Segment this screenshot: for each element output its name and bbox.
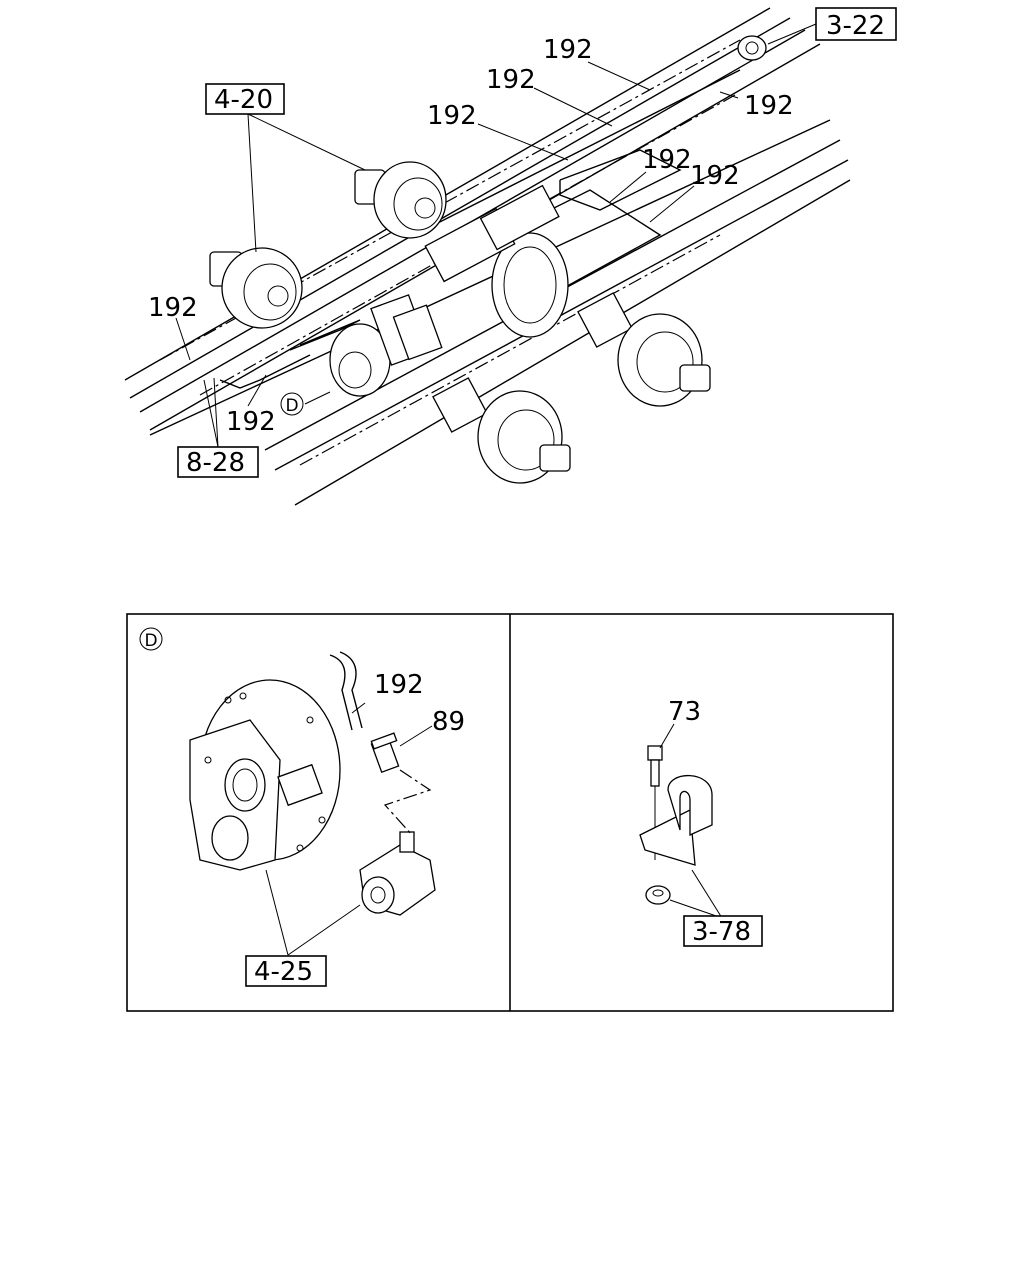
label-73: 73 [668,697,701,727]
ref-box-4-20 [205,83,285,115]
detail-d-label: D [144,631,157,651]
label-192-detail: 192 [374,670,424,700]
hub-lower-left [209,247,303,329]
ref-3-22: 3-22 [826,11,885,41]
hub-upper-left [354,161,447,239]
label-192-a: 192 [543,35,593,65]
label-192-c: 192 [744,91,794,121]
ref-3-78: 3-78 [692,917,751,947]
hub-right-upper [577,292,711,407]
ref-8-28: 8-28 [186,448,245,478]
pump-unit [329,294,443,397]
fitting-89 [370,732,400,774]
label-192-h: 192 [226,407,276,437]
detail-marker-circle [280,392,304,416]
ref-box-3-78 [683,915,763,947]
label-192-d: 192 [427,101,477,131]
ref-box-4-25 [245,955,327,987]
connector-3-22 [737,35,767,61]
label-192-g: 192 [148,293,198,323]
label-192-f: 192 [690,161,740,191]
ref-4-25: 4-25 [254,957,313,987]
nut [645,885,671,905]
detail-marker-d: D [285,396,298,416]
detail-d-circle [139,627,163,651]
label-89: 89 [432,707,465,737]
ref-box-8-28 [177,446,259,478]
ref-box-3-22 [815,7,897,41]
top-leader-lines [175,23,817,448]
pipe-192-detail [329,651,363,731]
hub-right-lower [432,377,571,484]
axle-assembly-drawing [124,7,851,506]
label-192-e: 192 [642,145,692,175]
label-192-b: 192 [486,65,536,95]
pump-housing-detail [189,679,341,871]
pump-body-detail [359,831,436,916]
bracket-clip [639,774,713,866]
ref-4-20: 4-20 [214,85,273,115]
